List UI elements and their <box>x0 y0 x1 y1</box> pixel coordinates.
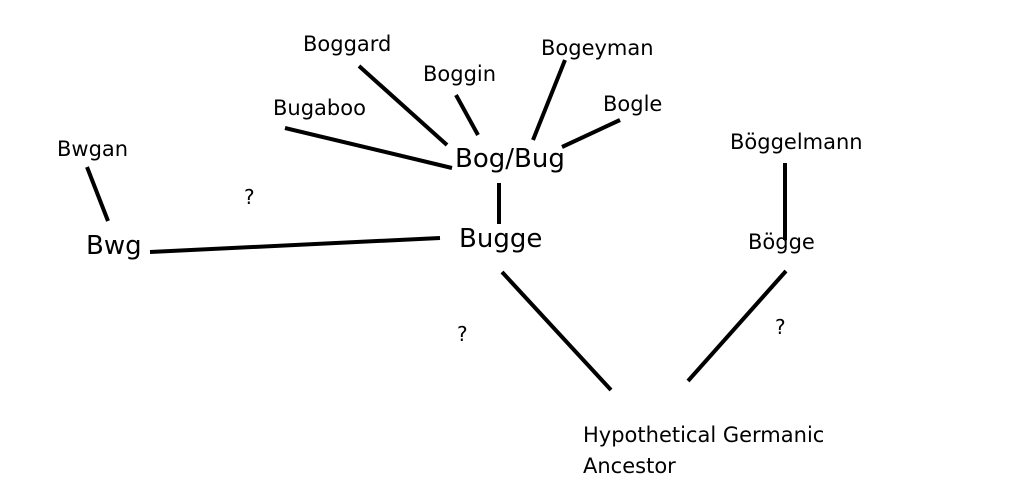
word-boggin: Boggin <box>423 62 497 86</box>
line-bogle-bogbug <box>561 118 621 149</box>
ancestor-line-1: Hypothetical Germanic <box>583 423 825 447</box>
ancestor-line-2: Ancestor <box>583 454 676 478</box>
line-bwgan-bwg <box>85 166 110 222</box>
word-boggelmann: Böggelmann <box>730 130 863 154</box>
word-bog-bug: Bog/Bug <box>455 144 565 174</box>
word-bogge: Bögge <box>748 230 815 254</box>
word-boggard: Boggard <box>303 32 392 56</box>
line-bugge-ancestor <box>500 270 613 392</box>
question-mark-bogge-ancestor: ? <box>775 315 786 339</box>
question-mark-bugge-ancestor: ? <box>457 322 468 346</box>
line-boggin-bogbug <box>454 94 480 136</box>
line-bugaboo-bogbug <box>284 126 453 170</box>
word-bwgan: Bwgan <box>57 137 129 161</box>
line-bogeyman-bogbug <box>531 59 567 141</box>
line-boggard-bogbug <box>357 64 449 147</box>
word-bugge: Bugge <box>459 224 543 254</box>
word-bogeyman: Bogeyman <box>541 36 654 60</box>
line-bogge-ancestor <box>686 269 788 383</box>
word-bugaboo: Bugaboo <box>273 96 366 120</box>
word-ancestor: Hypothetical Germanic Ancestor <box>583 420 843 482</box>
line-bwg-bugge <box>149 236 441 254</box>
word-bogle: Bogle <box>603 92 663 116</box>
question-mark-bwg-bugge: ? <box>244 185 255 209</box>
word-bwg: Bwg <box>86 231 142 261</box>
